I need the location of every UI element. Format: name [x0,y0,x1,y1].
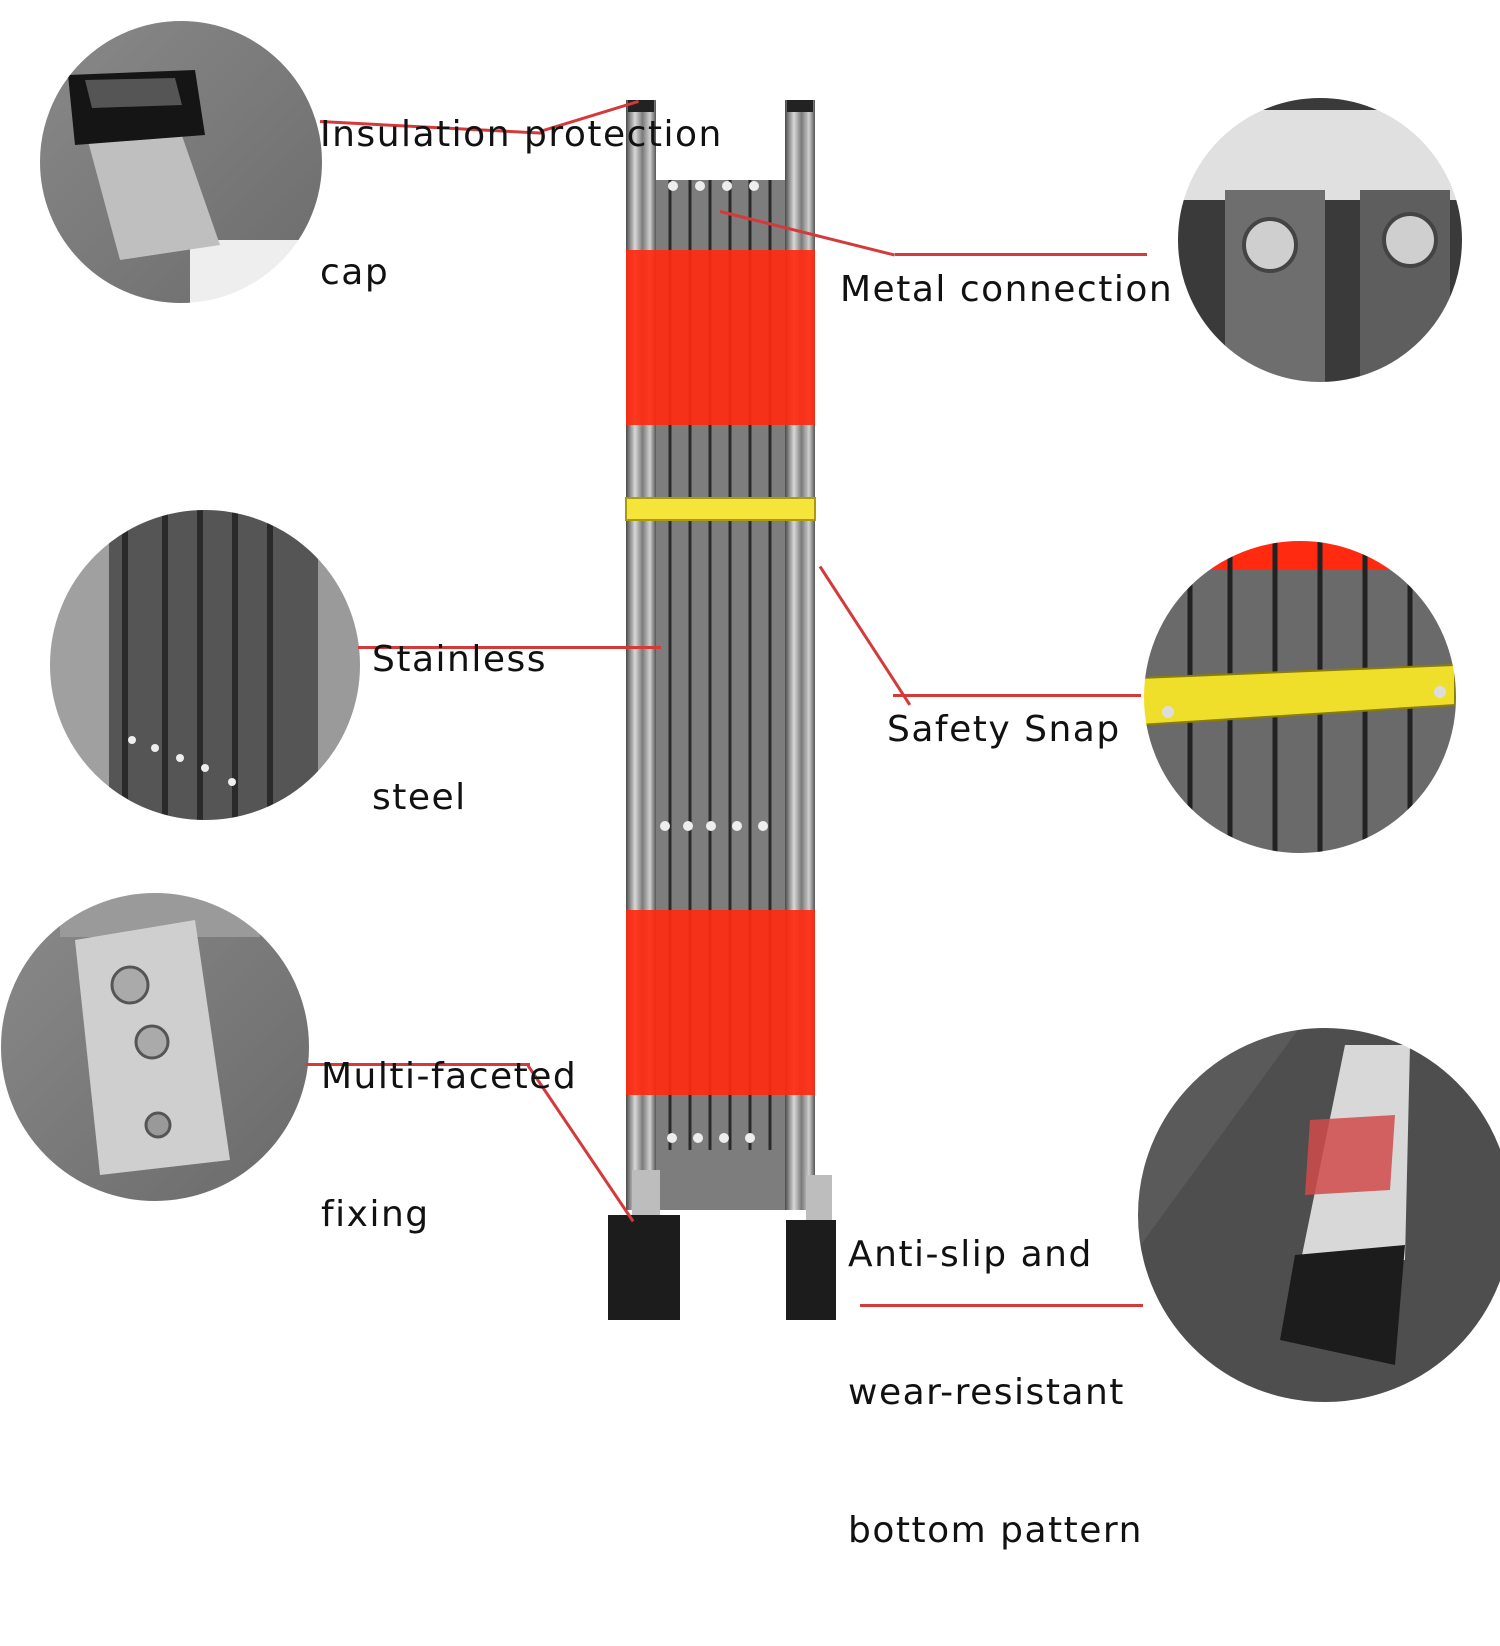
steel-slats-closeup [48,508,362,822]
callout-line: Multi-faceted [321,1056,578,1097]
leader-line-antislip [860,1304,1143,1307]
leader-line-steel [358,646,661,649]
bolt-connection-closeup [1176,96,1464,384]
product-infographic: Insulation protection cap Metal connecti… [0,19,1500,1551]
callout-line: Metal connection [840,269,1174,310]
callout-multi-faceted-fixing: Multi-faceted fixing [321,962,577,1330]
callout-line: steel [372,777,467,818]
callout-line: Safety Snap [887,709,1121,750]
callout-safety-snap: Safety Snap [887,615,1121,845]
leader-line-metal-horizontal [895,253,1147,256]
callout-line: wear-resistant [848,1372,1125,1413]
product-artwork [0,19,1500,1403]
callout-anti-slip: Anti-slip and wear-resistant bottom patt… [848,1140,1143,1646]
callout-line: fixing [321,1194,430,1235]
barrier-product [608,100,836,1320]
protection-cap-closeup [38,19,324,305]
callout-line: Stainless [372,639,548,680]
leader-line-snap [893,694,1141,697]
bracket-closeup [0,891,311,1203]
callout-line: Anti-slip and [848,1234,1093,1275]
callout-insulation-cap: Insulation protection cap [320,20,723,388]
callout-metal-connection: Metal connection [840,175,1173,405]
callout-line: Insulation protection [320,114,723,155]
yellow-snap-closeup [1142,539,1458,855]
callout-line: cap [320,252,390,293]
callout-stainless-steel: Stainless steel [372,545,547,913]
rubber-foot-closeup [1136,1026,1500,1403]
callout-line: bottom pattern [848,1510,1143,1551]
leader-line-fixing [305,1063,530,1066]
